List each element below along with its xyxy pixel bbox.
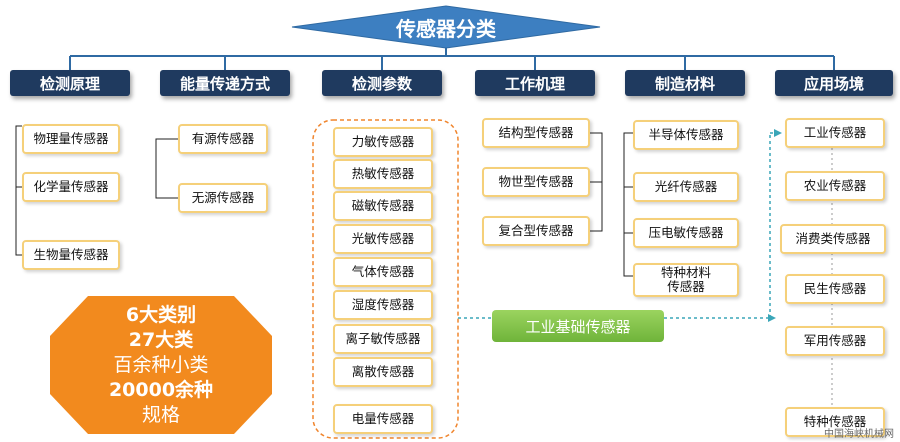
- title-diamond: [291, 5, 601, 49]
- category-parameter: 检测参数: [322, 70, 442, 96]
- sensor-box: 光敏传感器: [333, 224, 433, 254]
- sensor-box: 光纤传感器: [633, 172, 739, 202]
- sensor-box: 磁敏传感器: [333, 191, 433, 221]
- sensor-box: 消费类传感器: [780, 224, 886, 254]
- summary-block: 6大类别 27大类 百余种小类 20000余种 规格: [50, 296, 272, 434]
- sensor-box: 军用传感器: [785, 326, 885, 356]
- parameter-group-outline: [312, 119, 459, 439]
- sensor-box: 有源传感器: [178, 124, 268, 154]
- category-application: 应用场境: [775, 70, 893, 96]
- sensor-box: 半导体传感器: [633, 120, 739, 150]
- summary-line: 规格: [141, 403, 180, 426]
- sensor-box: 化学量传感器: [22, 172, 120, 202]
- basic-sensor-label: 工业基础传感器: [492, 310, 664, 342]
- category-energy: 能量传递方式: [160, 70, 290, 96]
- category-mechanism: 工作机理: [475, 70, 595, 96]
- summary-line: 27大类: [128, 328, 194, 351]
- summary-line: 20000余种: [108, 378, 214, 401]
- sensor-box: 热敏传感器: [333, 159, 433, 189]
- sensor-box: 特种材料 传感器: [633, 263, 739, 297]
- sensor-box: 物理量传感器: [22, 124, 120, 154]
- sensor-box: 生物量传感器: [22, 240, 120, 270]
- sensor-box: 民生传感器: [785, 274, 885, 304]
- sensor-box: 无源传感器: [178, 183, 268, 213]
- sensor-box: 压电敏传感器: [633, 218, 739, 248]
- diagram-title: 传感器分类: [396, 16, 496, 41]
- sensor-box: 结构型传感器: [482, 118, 590, 148]
- sensor-box: 工业传感器: [785, 118, 885, 148]
- sensor-box: 特种传感器: [785, 407, 885, 437]
- watermark: 中国海峡机械网: [824, 429, 894, 440]
- sensor-box: 气体传感器: [333, 257, 433, 287]
- sensor-box: 离散传感器: [333, 357, 433, 387]
- summary-octagon: [50, 296, 272, 434]
- sensor-box: 电量传感器: [333, 404, 433, 434]
- sensor-box: 湿度传感器: [333, 290, 433, 320]
- category-material: 制造材料: [625, 70, 745, 96]
- sensor-box: 农业传感器: [785, 171, 885, 201]
- sensor-box: 力敏传感器: [333, 127, 433, 157]
- sensor-box: 离子敏传感器: [333, 324, 433, 354]
- summary-line: 6大类别: [125, 303, 197, 326]
- category-principle: 检测原理: [10, 70, 130, 96]
- sensor-box: 物世型传感器: [482, 167, 590, 197]
- summary-line: 百余种小类: [113, 353, 209, 376]
- sensor-box: 复合型传感器: [482, 216, 590, 246]
